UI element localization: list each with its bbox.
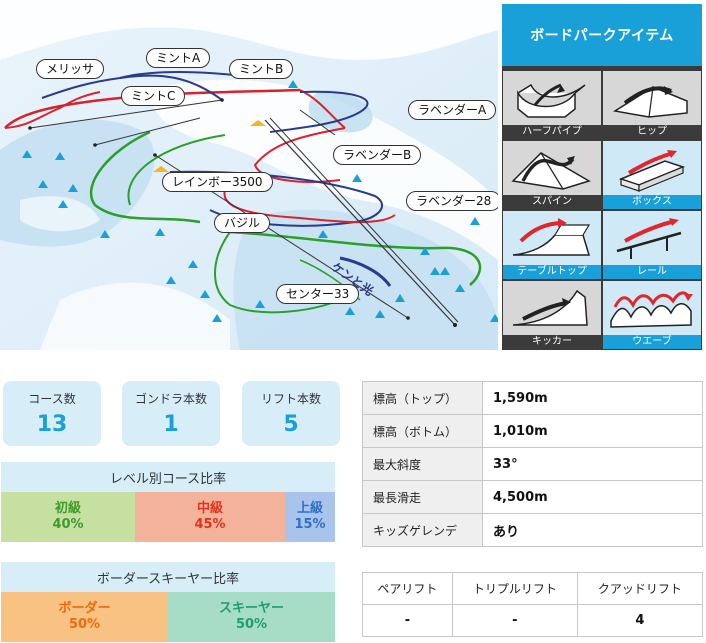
wave-icon	[610, 291, 693, 328]
park-item-label: ウエーブ	[603, 335, 701, 349]
tabletop-icon	[512, 218, 591, 256]
park-item-spine[interactable]: スパイン	[503, 141, 601, 209]
spec-key: キッズゲレンデ	[362, 513, 483, 547]
park-item-rail[interactable]: レール	[603, 211, 701, 279]
course-line-red-top	[4, 88, 301, 129]
course-label-mint-b[interactable]: ミントB	[229, 59, 294, 79]
segment-label: 中級	[196, 501, 223, 516]
level-segment-advanced: 上級 15%	[285, 492, 335, 542]
park-item-label: キッカー	[503, 335, 601, 349]
table-row: 最大斜度 33°	[362, 447, 703, 481]
park-item-label: ボックス	[603, 195, 701, 209]
level-ratio-title: レベル別コース比率	[1, 462, 335, 492]
park-title: ボードパークアイテム	[502, 4, 702, 66]
spine-icon	[511, 152, 591, 190]
course-map: メリッサ ミントA ミントB ミントC ラベンダーA ラベンダーB レインボー3…	[0, 0, 498, 350]
segment-label: スキーヤー	[218, 601, 284, 616]
park-item-label: ハーフパイプ	[503, 125, 601, 139]
park-item-halfpipe[interactable]: ハーフパイプ	[503, 71, 601, 139]
course-label-basil[interactable]: バジル	[214, 213, 271, 233]
level-ratio-bar: 初級 40% 中級 45% 上級 15%	[1, 492, 335, 542]
spec-key: 最長滑走	[362, 480, 483, 514]
lift-type-header: トリプルリフト	[451, 572, 578, 605]
spec-value: 33°	[482, 447, 703, 481]
table-header-row: ペアリフト トリプルリフト クアッドリフト	[362, 572, 704, 605]
segment-value: 50%	[68, 617, 101, 632]
rider-ratio-title: ボーダースキーヤー比率	[1, 562, 335, 592]
lift-type-count: 4	[576, 604, 704, 637]
table-row: 標高（ボトム） 1,010m	[362, 414, 703, 448]
park-item-label: レール	[603, 265, 701, 279]
stat-value: 13	[36, 412, 68, 437]
spec-key: 標高（トップ）	[362, 381, 483, 415]
segment-value: 50%	[235, 617, 268, 632]
rail-icon	[616, 218, 682, 259]
stat-gondola-count: ゴンドラ本数 1	[122, 381, 220, 446]
course-label-center-33[interactable]: センター33	[276, 284, 360, 304]
segment-value: 40%	[52, 517, 84, 532]
stat-value: 1	[163, 412, 179, 437]
course-label-lavender-28[interactable]: ラベンダー28	[406, 191, 498, 211]
table-row: キッズゲレンデ あり	[362, 513, 703, 547]
park-item-label: スパイン	[503, 195, 601, 209]
level-segment-beginner: 初級 40%	[1, 492, 135, 542]
spec-value: 1,590m	[482, 381, 703, 415]
table-row: 標高（トップ） 1,590m	[362, 381, 703, 415]
level-segment-intermediate: 中級 45%	[135, 492, 285, 542]
spec-key: 標高（ボトム）	[362, 414, 483, 448]
segment-value: 15%	[294, 517, 326, 532]
spec-value: 1,010m	[482, 414, 703, 448]
lift-type-count: -	[451, 604, 578, 637]
segment-label: 初級	[54, 501, 81, 516]
park-item-kicker[interactable]: キッカー	[503, 281, 601, 349]
course-label-melissa[interactable]: メリッサ	[36, 59, 105, 79]
tree-markers	[22, 80, 498, 322]
spec-value: あり	[482, 513, 703, 547]
segment-label: 上級	[296, 501, 323, 516]
rider-segment-skier: スキーヤー 50%	[168, 592, 335, 642]
lift-type-header: ペアリフト	[362, 572, 453, 605]
stat-label: コース数	[28, 392, 76, 406]
park-item-wave[interactable]: ウエーブ	[603, 281, 701, 349]
course-label-mint-a[interactable]: ミントA	[146, 48, 211, 68]
table-row: 最長滑走 4,500m	[362, 480, 703, 514]
stat-course-count: コース数 13	[3, 381, 101, 446]
segment-label: ボーダー	[58, 601, 111, 616]
board-park-items-panel: ボードパークアイテム ハーフパイプ ヒップ	[502, 4, 702, 350]
park-item-label: ヒップ	[603, 125, 701, 139]
park-item-tabletop[interactable]: テーブルトップ	[503, 211, 601, 279]
lift-type-count: -	[362, 604, 453, 637]
box-icon	[618, 150, 686, 192]
stat-value: 5	[283, 412, 299, 437]
kicker-icon	[512, 289, 588, 326]
course-label-rainbow-3500[interactable]: レインボー3500	[162, 172, 273, 192]
course-line-green-rainbow	[89, 130, 201, 224]
course-label-mint-c[interactable]: ミントC	[121, 86, 186, 106]
segment-value: 45%	[194, 517, 226, 532]
course-label-lavender-a[interactable]: ラベンダーA	[408, 100, 497, 120]
spec-value: 4,500m	[482, 480, 703, 514]
park-item-hip[interactable]: ヒップ	[603, 71, 701, 139]
rider-ratio-bar: ボーダー 50% スキーヤー 50%	[1, 592, 335, 642]
rider-segment-boarder: ボーダー 50%	[1, 592, 168, 642]
hip-icon	[612, 86, 688, 118]
stat-lift-count: リフト本数 5	[242, 381, 340, 446]
park-item-label: テーブルトップ	[503, 265, 601, 279]
course-map-illustration	[0, 0, 498, 350]
halfpipe-icon	[517, 83, 586, 118]
park-item-box[interactable]: ボックス	[603, 141, 701, 209]
stat-label: ゴンドラ本数	[134, 392, 207, 406]
spec-key: 最大斜度	[362, 447, 483, 481]
course-label-lavender-b[interactable]: ラベンダーB	[333, 145, 422, 165]
lift-type-header: クアッドリフト	[576, 572, 704, 605]
resort-specs-table: 標高（トップ） 1,590m 標高（ボトム） 1,010m 最大斜度 33° 最…	[362, 381, 703, 547]
lift-types-table: ペアリフト トリプルリフト クアッドリフト - - 4	[362, 572, 704, 637]
table-row: - - 4	[362, 604, 704, 637]
stat-label: リフト本数	[260, 392, 321, 406]
